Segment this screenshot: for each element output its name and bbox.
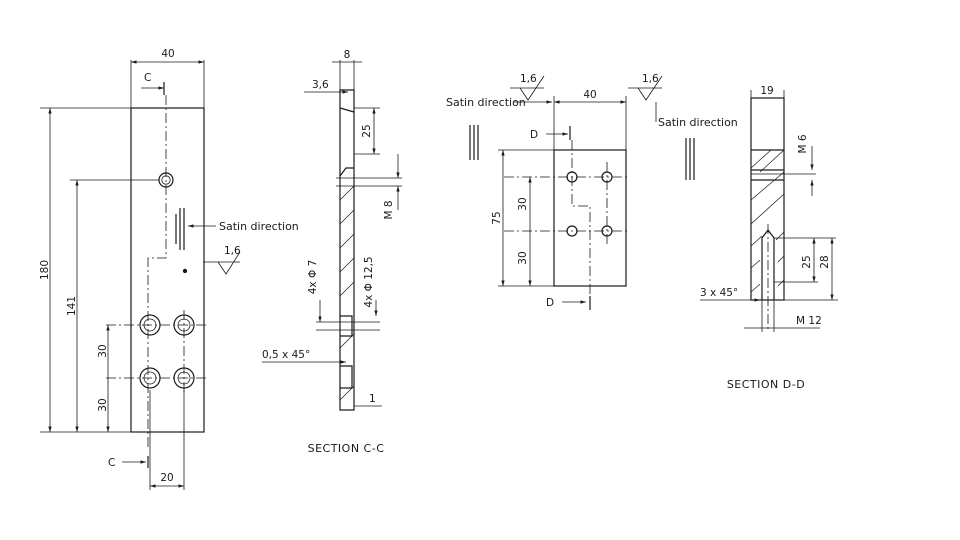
roughness-symbol-right-left [510,75,545,101]
roughness-front: 1,6 [224,245,241,257]
section-cc-outline [339,89,355,411]
section-dd-outline [750,97,785,301]
dim-right-width: 40 [583,89,596,101]
roughness-right-left: 1,6 [520,73,537,85]
dim-right-height: 75 [491,211,503,224]
dim-front-spacing-b: 30 [97,398,109,411]
satin-direction-right: Satin direction [658,116,738,129]
section-line-d [571,140,591,300]
section-dd-hatch [750,149,785,293]
dim-end-chamfer: 3 x 45° [700,287,738,299]
dim-side-top: 25 [361,124,373,137]
dim-front-hole-height: 141 [66,296,78,316]
caption-section-dd: SECTION D-D [727,378,805,391]
front-plate-outline [130,107,205,433]
dim-front-height: 180 [39,260,51,280]
dim-end-width: 19 [760,85,773,97]
section-c-bottom-label: C [108,457,115,469]
dim-side-step: 1 [369,393,376,405]
dim-end-thread-bottom: M 12 [796,315,822,327]
roughness-symbol-front [203,251,241,275]
section-c-top-label: C [144,72,151,84]
section-dd-view: M 6 19 25 28 3 x 45° M 12 SECTION D-D [700,85,838,391]
dim-front-spacing-a: 30 [97,344,109,357]
dim-side-thread: M 8 [383,200,395,219]
dim-right-spacing-a: 30 [517,197,529,210]
dim-side-thickness: 8 [344,49,351,61]
section-line-c [147,95,167,448]
satin-direction-front: Satin direction [219,220,299,233]
dim-right-spacing-b: 30 [517,251,529,264]
dim-front-width: 40 [161,48,174,60]
dim-end-depth-outer: 28 [819,255,831,268]
dim-front-hole-gap: 20 [160,472,173,484]
right-holes [504,162,630,246]
section-cc-view: M 8 8 3,6 25 4x Φ 7 4x Φ 12,5 0,5 x 45° … [262,49,402,455]
dim-side-chamfer: 0,5 x 45° [262,349,310,361]
roughness-right: 1,6 [642,73,659,85]
section-d-top-label: D [530,129,538,141]
roughness-symbol-right [628,75,663,101]
section-d-bottom-label: D [546,297,554,309]
dim-end-depth-inner: 25 [801,255,813,268]
front-view: 40 C Satin direction 1,6 [39,48,299,490]
dim-end-thread-top: M 6 [797,134,809,153]
front-lower-holes [106,310,208,392]
dim-side-hole-large: 4x Φ 12,5 [363,256,375,307]
right-view: 40 Satin direction 1,6 Satin direction 1… [446,73,738,310]
caption-section-cc: SECTION C-C [308,442,385,455]
dim-side-hole-small: 4x Φ 7 [307,260,319,295]
dim-side-offset: 3,6 [312,79,329,91]
satin-direction-right-left: Satin direction [446,96,526,109]
